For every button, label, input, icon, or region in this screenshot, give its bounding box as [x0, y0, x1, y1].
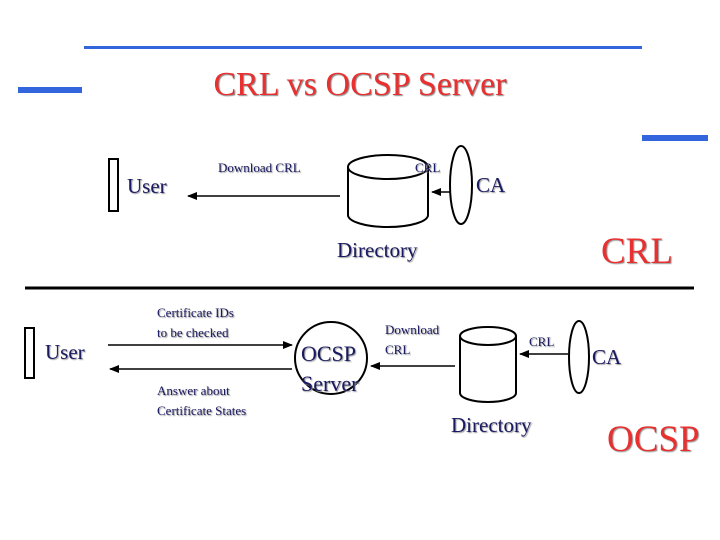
accent-bar-left: [18, 87, 82, 93]
crl-ca-node: [449, 145, 473, 225]
ocsp-download-label: Download CRL: [385, 322, 440, 357]
crl-section-label: CRL: [601, 231, 673, 272]
crl-directory-label: Directory: [337, 238, 418, 262]
crl-download-label: Download CRL: [218, 160, 301, 175]
ocsp-directory-cylinder: [459, 326, 517, 403]
accent-bar-right: [642, 135, 708, 141]
ocsp-ca-label: CA: [592, 345, 622, 369]
ocsp-server-node: [294, 321, 368, 395]
ocsp-crl-arrow-label: CRL: [529, 334, 555, 349]
ocsp-request-label: Certificate IDs to be checked: [157, 305, 234, 340]
ocsp-response-label: Answer about Certificate States: [157, 383, 247, 418]
ocsp-server-label: OCSP Server: [301, 341, 359, 396]
crl-arrow-label: CRL: [415, 160, 441, 175]
crl-user-box: [108, 158, 119, 212]
crl-user-label: User: [127, 174, 167, 198]
ocsp-ca-node: [568, 320, 590, 394]
ocsp-section-label: OCSP: [607, 419, 700, 460]
crl-ca-label: CA: [476, 173, 506, 197]
ocsp-user-label: User: [45, 340, 85, 364]
slide-title: CRL vs OCSP Server: [213, 66, 507, 103]
ocsp-directory-label: Directory: [451, 413, 532, 437]
accent-bar-top: [84, 46, 642, 49]
ocsp-user-box: [24, 327, 35, 379]
crl-directory-cylinder: [347, 154, 429, 228]
